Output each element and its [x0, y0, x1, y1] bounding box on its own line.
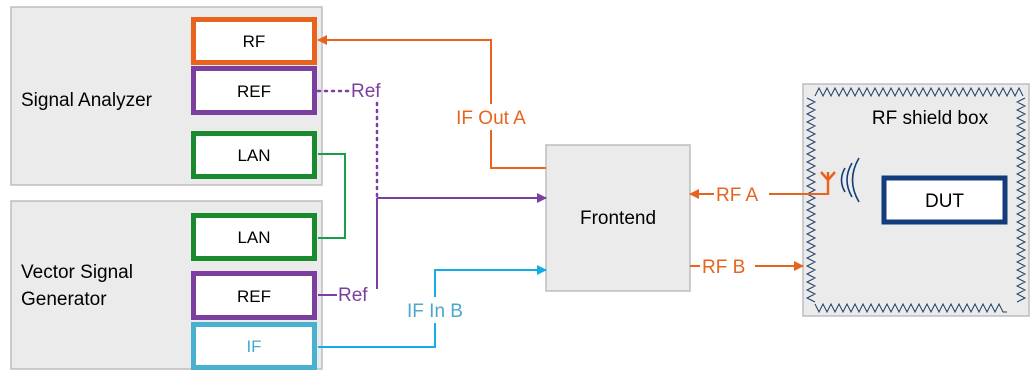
sa-lan-port — [191, 131, 317, 179]
shield-absorber-right — [1015, 97, 1027, 303]
frontend-box — [545, 144, 691, 292]
shield-box-title: RF shield box — [872, 108, 989, 129]
rf-a-label: RF A — [716, 185, 759, 206]
if-out-a-label: IF Out A — [456, 108, 526, 129]
shield-absorber-bottom — [814, 302, 1007, 314]
if-in-b-label-bg — [398, 297, 472, 323]
vsg-title-line2: Generator — [21, 289, 107, 310]
ref-bottom-label: Ref — [338, 285, 368, 306]
ref-top-label: Ref — [351, 81, 381, 102]
vsg-if-port-label: IF — [246, 337, 261, 356]
shield-absorber-left — [805, 97, 817, 303]
vsg-title-line1: Vector Signal — [21, 262, 133, 283]
dut-label: DUT — [925, 191, 964, 212]
signal-analyzer-title: Signal Analyzer — [21, 90, 153, 111]
shield-absorber-top — [814, 86, 1024, 98]
dut-box — [881, 175, 1008, 225]
vsg-lan-port — [191, 213, 317, 261]
if-out-a-label-bg — [444, 104, 536, 130]
sa-lan-port-label: LAN — [237, 146, 270, 165]
vsg-lan-port-label: LAN — [237, 228, 270, 247]
sa-rf-port-label: RF — [243, 32, 266, 51]
lan-connection — [318, 153, 346, 239]
if-in-b-label: IF In B — [407, 301, 463, 322]
sa-rf-port — [191, 17, 317, 65]
vsg-ref-port-label: REF — [237, 287, 271, 306]
vsg-if-port — [191, 322, 317, 370]
sa-ref-port-label: REF — [237, 82, 271, 101]
frontend-title: Frontend — [580, 208, 656, 229]
vsg-ref-port — [191, 271, 317, 320]
rf-b-label: RF B — [702, 257, 745, 278]
antenna-icon — [820, 171, 836, 195]
radio-waves-icon — [840, 157, 860, 203]
sa-ref-port — [191, 66, 317, 115]
